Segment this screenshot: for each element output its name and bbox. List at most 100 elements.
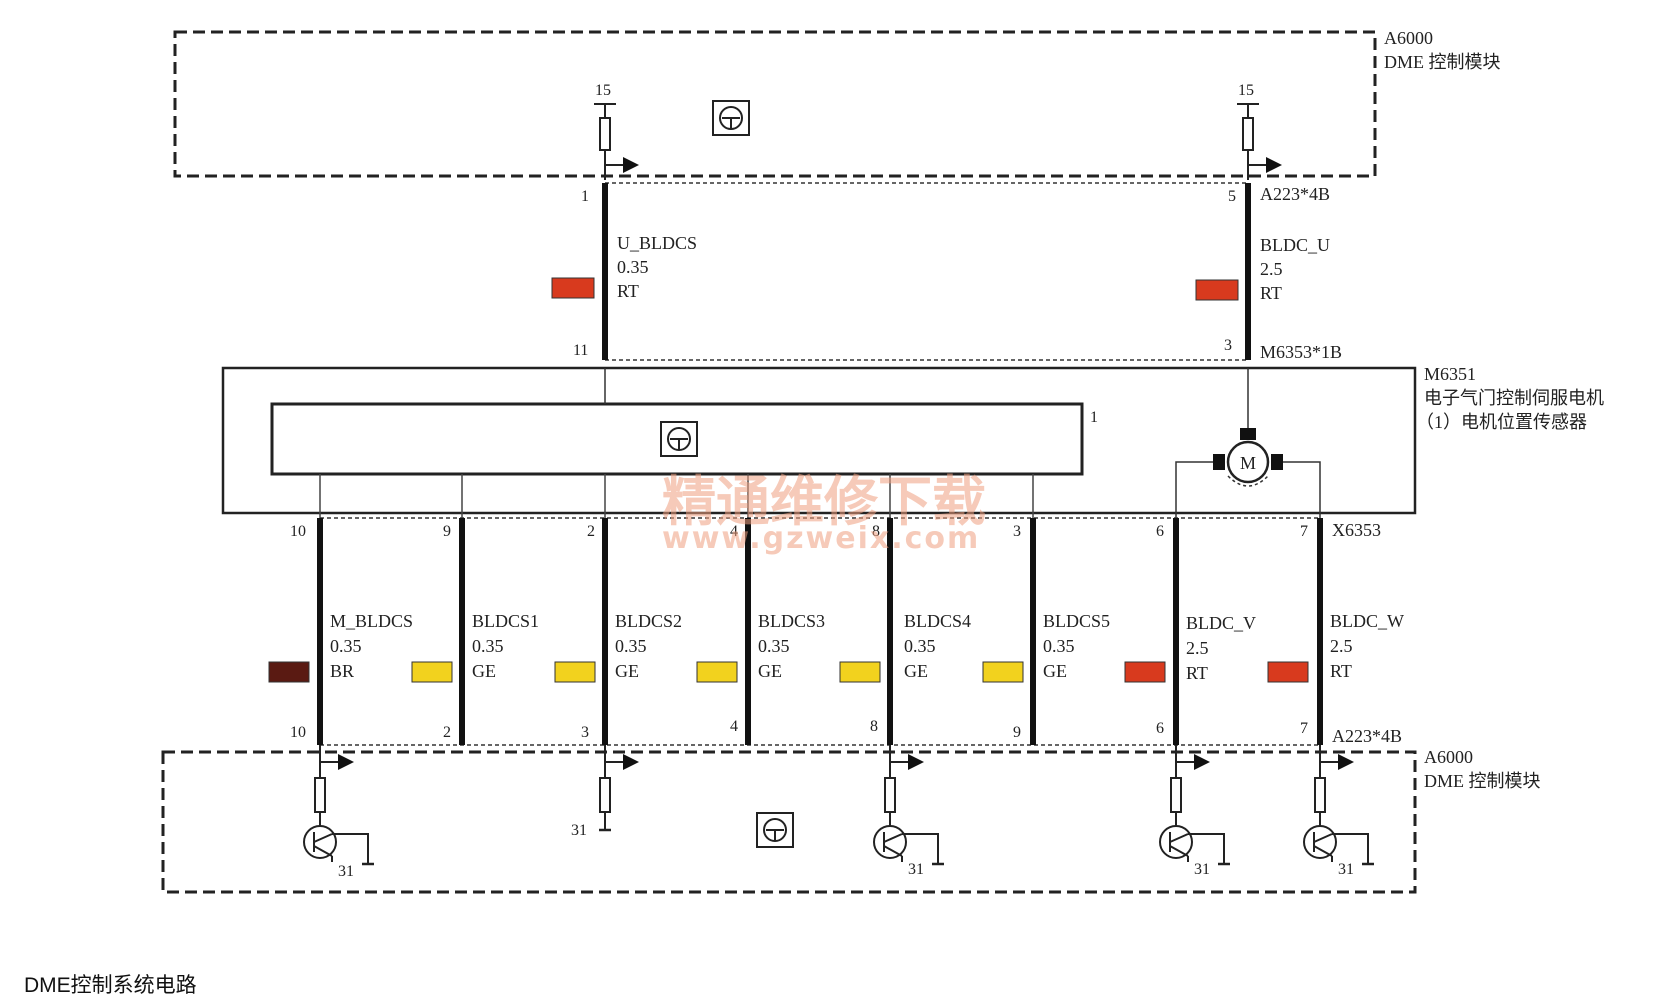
bottom-connector-label: A223*4B: [1332, 726, 1402, 746]
sensor-internal-lines: [319, 474, 1034, 518]
wire-size: 0.35: [617, 257, 649, 277]
wire-name: BLDCS5: [1043, 611, 1110, 631]
figure-caption: DME控制系统电路: [24, 974, 197, 997]
watermark-url: www.gzweix.com: [662, 521, 980, 556]
wire-name: BLDC_U: [1260, 235, 1330, 255]
wire-size: 0.35: [615, 636, 647, 656]
pin-label: 8: [870, 718, 878, 735]
pin-label: 6: [1156, 720, 1164, 737]
sensor-chip-icon: [660, 421, 698, 457]
supply-right-label: 15: [1238, 82, 1254, 99]
pin-label: 2: [443, 724, 451, 741]
motor-name: 电子气门控制伺服电机: [1424, 388, 1604, 408]
pin-label: 3: [581, 724, 589, 741]
wire-color-swatch: [1124, 661, 1166, 683]
motor-component-box: [221, 366, 1417, 515]
wire-name: U_BLDCS: [617, 233, 697, 253]
pin-label: 4: [730, 523, 738, 540]
wire-bldcs5: 3 9 BLDCS5 0.35 GE: [982, 518, 1110, 745]
wire-color-code: RT: [617, 281, 639, 301]
supply-left: 15: [594, 82, 639, 180]
motor-symbol-label: M: [1240, 453, 1256, 473]
pin-label: 2: [587, 523, 595, 540]
motor-connector-label: M6353*1B: [1260, 342, 1342, 362]
wire-name: BLDC_W: [1330, 611, 1404, 631]
top-module-name: DME 控制模块: [1384, 52, 1501, 72]
pin-label: 7: [1300, 523, 1308, 540]
bottom-dme-module-box: [161, 750, 1417, 894]
wire-name: BLDCS4: [904, 611, 971, 631]
wire-color-swatch: [268, 661, 310, 683]
sensor-pin-label: 1: [1090, 409, 1098, 426]
wire-color-code: RT: [1186, 663, 1208, 683]
wire-size: 0.35: [472, 636, 504, 656]
wire-size: 0.35: [330, 636, 362, 656]
pin-label: 10: [290, 724, 306, 741]
wire-bldcs2: 2 3 BLDCS2 0.35 GE: [554, 518, 682, 745]
wire-color-code: GE: [472, 661, 496, 681]
wire-size: 2.5: [1186, 638, 1209, 658]
bottom-module-id: A6000: [1424, 747, 1473, 767]
wire-size: 0.35: [904, 636, 936, 656]
ground-label: 31: [908, 861, 924, 878]
sensor-name: （1）电机位置传感器: [1416, 412, 1587, 432]
ground-label: 31: [1194, 861, 1210, 878]
wire-color-swatch: [982, 661, 1024, 683]
position-sensor-box: [270, 402, 1084, 476]
wire-color-swatch: [411, 661, 453, 683]
wire-u-bldcs: 1 11 U_BLDCS 0.35 RT: [551, 183, 697, 360]
pin-label: 4: [730, 718, 738, 735]
pin-label: 5: [1228, 188, 1236, 205]
wire-name: BLDCS3: [758, 611, 825, 631]
transistor-driver-3: 31: [873, 745, 944, 878]
top-module-id: A6000: [1384, 28, 1433, 48]
pin-label: 8: [872, 523, 880, 540]
transistor-driver-1: 31: [303, 745, 374, 880]
transistor-driver-4: 31: [1159, 745, 1230, 878]
pin-label: 6: [1156, 523, 1164, 540]
sensor-connector-label: X6353: [1332, 520, 1381, 540]
ground-label: 31: [571, 822, 587, 839]
wire-bldcs1: 9 2 BLDCS1 0.35 GE: [411, 518, 539, 745]
wire-color-code: GE: [904, 661, 928, 681]
wire-name: BLDCS1: [472, 611, 539, 631]
pin-label: 3: [1013, 523, 1021, 540]
supply-right: 15: [1237, 82, 1282, 180]
pin-label: 9: [443, 523, 451, 540]
watermark-title: 精通维修下载: [662, 470, 986, 533]
motor-symbol: M: [1175, 368, 1321, 518]
wire-bldc-u: 5 3 BLDC_U 2.5 RT: [1195, 183, 1330, 360]
resistor-driver-2: 31: [571, 745, 639, 839]
chip-icon: [712, 100, 750, 136]
ground-label: 31: [338, 863, 354, 880]
ground-label: 31: [1338, 861, 1354, 878]
wire-bldc-w: 7 7 BLDC_W 2.5 RT: [1267, 518, 1404, 745]
bottom-chip-icon: [756, 812, 794, 848]
bottom-module-name: DME 控制模块: [1424, 771, 1541, 791]
wire-bldc-v: 6 6 BLDC_V 2.5 RT: [1124, 518, 1256, 745]
top-connector-label: A223*4B: [1260, 184, 1330, 204]
wire-m-bldcs: 10 10 M_BLDCS 0.35 BR: [268, 518, 413, 745]
transistor-driver-5: 31: [1303, 745, 1374, 878]
wire-color-swatch: [554, 661, 596, 683]
motor-id: M6351: [1424, 364, 1476, 384]
wire-color-code: GE: [758, 661, 782, 681]
pin-label: 1: [581, 188, 589, 205]
wire-bldcs3: 4 4 BLDCS3 0.35 GE: [696, 518, 825, 745]
wire-color-code: GE: [1043, 661, 1067, 681]
pin-label: 7: [1300, 720, 1308, 737]
pin-label: 3: [1224, 337, 1232, 354]
pin-label: 11: [573, 342, 588, 359]
wire-color-swatch: [551, 277, 595, 299]
wire-bldcs4: 8 8 BLDCS4 0.35 GE: [839, 518, 971, 745]
wire-color-swatch: [839, 661, 881, 683]
supply-left-label: 15: [595, 82, 611, 99]
wire-color-code: BR: [330, 661, 354, 681]
wire-size: 0.35: [1043, 636, 1075, 656]
wire-size: 2.5: [1330, 636, 1353, 656]
wire-size: 2.5: [1260, 259, 1283, 279]
wire-size: 0.35: [758, 636, 790, 656]
wire-color-code: RT: [1260, 283, 1282, 303]
top-dme-module-box: [173, 30, 1377, 178]
